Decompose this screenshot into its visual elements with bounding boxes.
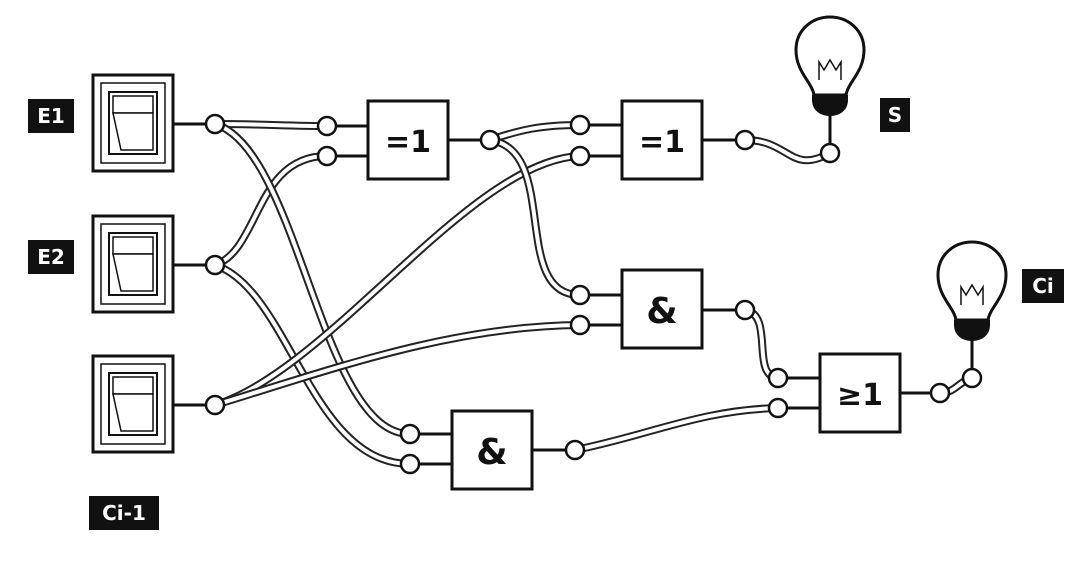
wire-stubs <box>173 113 974 466</box>
label-e2: E2 <box>28 240 74 274</box>
wire-e1-to-and2 <box>211 120 414 438</box>
label-ci-prev: Ci-1 <box>89 496 159 530</box>
gate-xor1: =1 <box>366 99 450 181</box>
label-e1: E1 <box>28 99 74 133</box>
node-and1-in-b <box>569 314 591 336</box>
gate-and2: & <box>450 409 534 491</box>
node-or1-in-b <box>767 397 789 419</box>
wire-ci-prev-to-xor2 <box>211 152 584 409</box>
label-s: S <box>880 98 910 132</box>
wire-and2-to-or1 <box>571 404 782 454</box>
node-lamp-ci <box>961 367 983 389</box>
switch-icon <box>108 232 158 296</box>
switch-e2[interactable] <box>91 214 175 314</box>
wire-e1-to-xor1 <box>211 120 331 130</box>
gate-and1-label: & <box>646 291 677 332</box>
node-xor1-out <box>479 129 501 151</box>
switch-icon <box>108 91 158 155</box>
bulb-icon <box>794 15 866 116</box>
node-and2-in-a <box>399 423 421 445</box>
node-and2-in-b <box>399 453 421 475</box>
node-e2 <box>204 254 226 276</box>
gate-or1: ≥1 <box>818 352 902 434</box>
node-or1-in-a <box>767 367 789 389</box>
node-or1-out <box>929 382 951 404</box>
wire-xor2-to-s-lamp <box>741 136 834 165</box>
gate-and2-label: & <box>476 432 507 473</box>
wire-ci-prev-to-and1 <box>211 321 584 409</box>
node-xor2-in-a <box>569 114 591 136</box>
gate-or1-label: ≥1 <box>837 378 883 413</box>
node-and2-out <box>564 439 586 461</box>
switch-ci-prev[interactable] <box>91 354 175 454</box>
wire-xor1-to-xor2 <box>486 121 584 144</box>
node-lamp-s <box>819 142 841 164</box>
label-ci: Ci <box>1022 269 1064 303</box>
switch-e1[interactable] <box>91 73 175 173</box>
node-and1-out <box>734 299 756 321</box>
gate-xor1-label: =1 <box>385 125 431 160</box>
node-xor1-in-a <box>316 115 338 137</box>
node-ci-prev <box>204 394 226 416</box>
node-e1 <box>204 113 226 135</box>
wire-xor1-to-and1 <box>486 136 584 299</box>
gate-xor2-label: =1 <box>639 125 685 160</box>
node-xor2-out <box>734 129 756 151</box>
node-xor1-in-b <box>316 145 338 167</box>
switch-icon <box>108 372 158 436</box>
lamp-ci <box>936 240 1008 341</box>
gate-xor2: =1 <box>620 99 704 181</box>
gate-and1: & <box>620 268 704 350</box>
wire-e2-to-xor1 <box>211 152 331 269</box>
node-xor2-in-b <box>569 145 591 167</box>
bulb-icon <box>936 240 1008 341</box>
wire-and1-to-or1 <box>741 306 782 382</box>
lamp-s <box>794 15 866 116</box>
node-and1-in-a <box>569 284 591 306</box>
connection-nodes <box>204 113 983 475</box>
